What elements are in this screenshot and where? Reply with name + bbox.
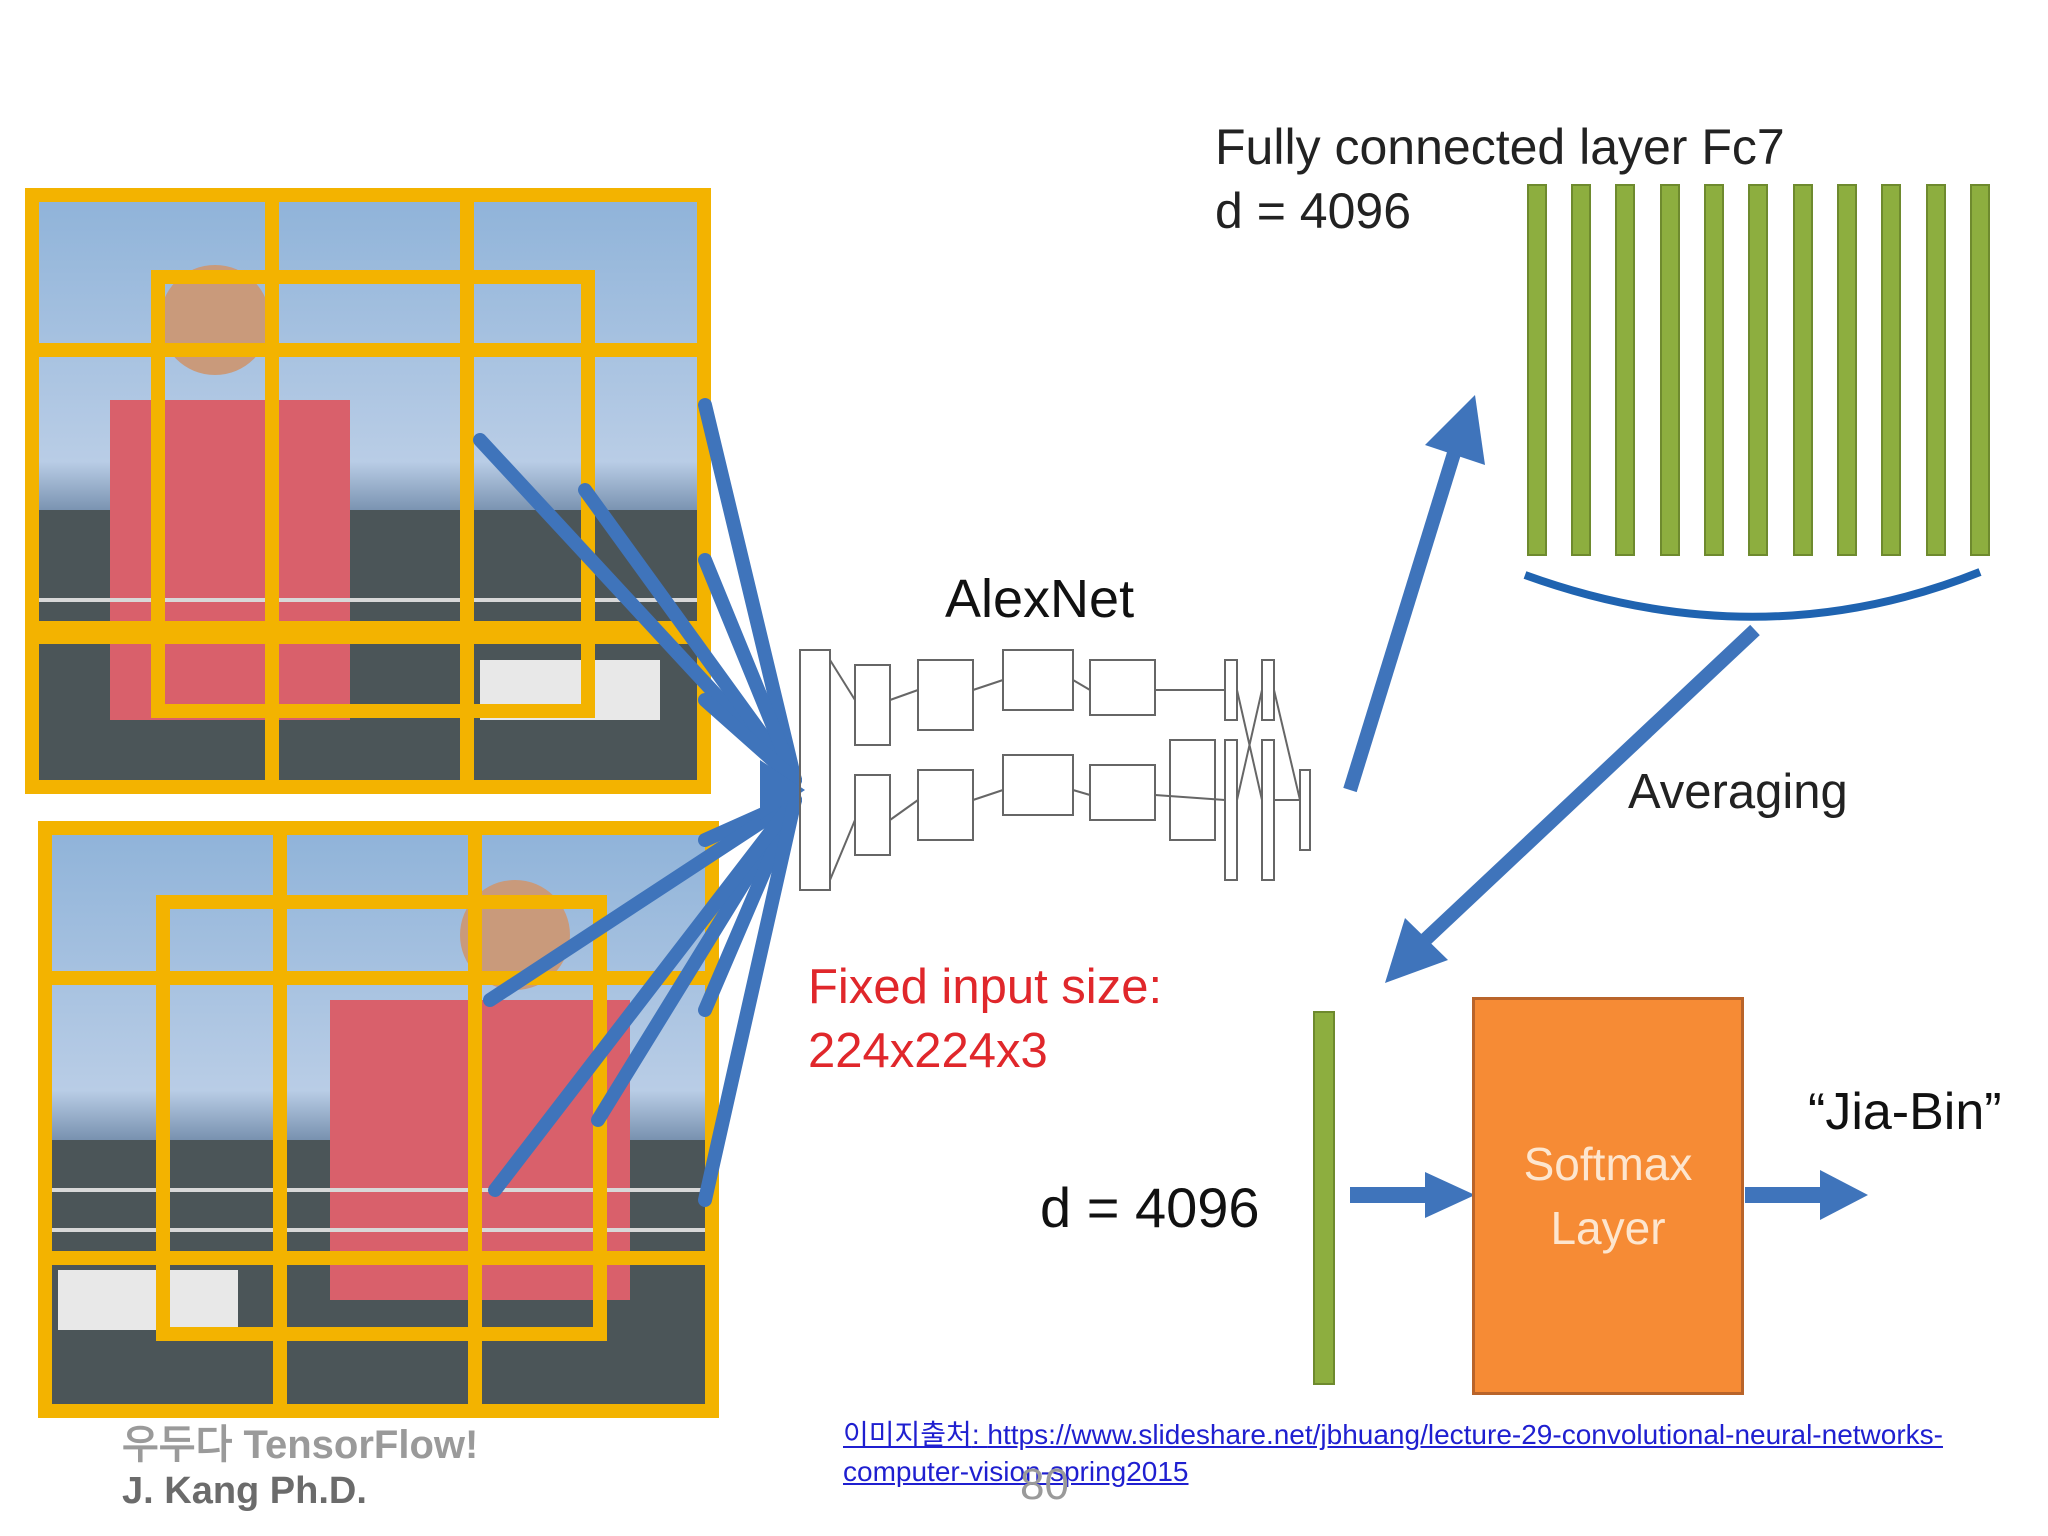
arrow-alexnet-to-fc7	[1343, 447, 1462, 793]
output-label: “Jia-Bin”	[1808, 1083, 2002, 1141]
fc7-dimension: d = 4096	[1215, 183, 1412, 239]
averaged-feature-bar	[1313, 1011, 1335, 1385]
fc7-label: Fully connected layer Fc7 d = 4096	[1215, 115, 1785, 243]
fixed-input-line1: Fixed input size:	[808, 960, 1163, 1014]
lower-dimension-label: d = 4096	[1040, 1176, 1260, 1239]
fixed-input-size-label: Fixed input size: 224x224x3	[808, 955, 1162, 1083]
arrow-vector-to-softmax	[1350, 1187, 1425, 1203]
page-number: 80	[1020, 1460, 1069, 1509]
softmax-line1: Softmax	[1523, 1138, 1693, 1190]
arrowhead-to-fc7	[1425, 395, 1485, 465]
fc7-title: Fully connected layer Fc7	[1215, 119, 1785, 175]
arrowhead-to-vector	[1385, 918, 1448, 983]
averaging-label: Averaging	[1628, 765, 1848, 819]
image-source-prefix: 이미지출처	[843, 1419, 972, 1450]
fixed-input-line2: 224x224x3	[808, 1024, 1048, 1078]
arrow-softmax-to-output	[1745, 1187, 1820, 1203]
image-source-link[interactable]: 이미지출처: https://www.slideshare.net/jbhuan…	[843, 1419, 1943, 1487]
averaging-curve	[1523, 568, 1982, 621]
alexnet-architecture-diagram	[799, 649, 1311, 891]
softmax-line2: Layer	[1550, 1202, 1666, 1254]
footer-course-title: 우두다 TensorFlow!	[122, 1423, 479, 1467]
arrowhead-to-output	[1820, 1170, 1868, 1220]
softmax-layer-box: Softmax Layer	[1472, 997, 1744, 1395]
footer-author: J. Kang Ph.D.	[122, 1470, 367, 1512]
arrowhead-to-softmax	[1425, 1172, 1475, 1218]
fc7-neuron-bars	[1527, 184, 1990, 556]
alexnet-title: AlexNet	[945, 569, 1135, 629]
image-source-url: https://www.slideshare.net/jbhuang/lectu…	[843, 1419, 1943, 1487]
arrow-averaging-to-vector	[1420, 624, 1760, 946]
arrowhead-into-alexnet	[760, 760, 805, 820]
crop-arrows	[473, 398, 802, 1207]
image-source-credit: 이미지출처: https://www.slideshare.net/jbhuan…	[843, 1416, 2043, 1490]
